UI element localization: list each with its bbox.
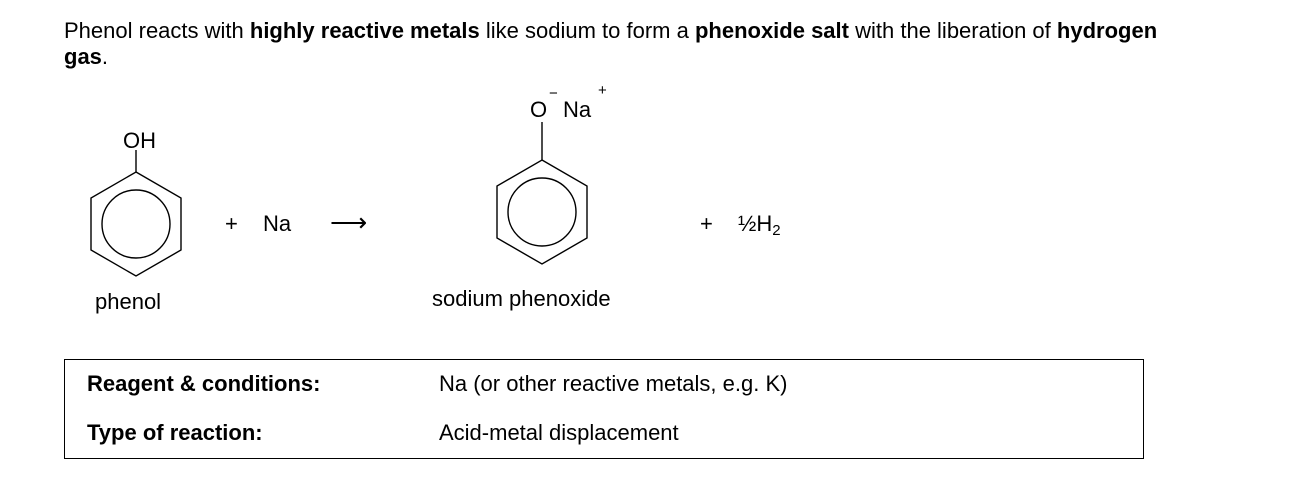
plus-sign-2: +: [700, 211, 713, 236]
intro-bold-hydrogen-gas: hydrogen gas: [64, 18, 1158, 69]
intro-text-2: like sodium to form a: [479, 18, 695, 43]
reaction-arrow: ⟶: [330, 207, 368, 237]
phenoxide-negative-charge: −: [549, 85, 558, 102]
phenoxide-sodium-label: Na: [563, 97, 592, 122]
sodium-positive-charge: +: [598, 82, 607, 99]
intro-text-4: .: [101, 44, 109, 69]
plus-sign-1: +: [225, 211, 238, 236]
phenoxide-benzene-ring: [496, 122, 588, 265]
intro-text-3: with the liberation of: [849, 18, 1057, 43]
phenoxide-oxygen-label: O: [530, 97, 548, 122]
hydrogen-subscript: 2: [772, 222, 781, 239]
intro-bold-reactive-metals: highly reactive metals: [249, 18, 480, 43]
intro-text-1: Phenol reacts with: [64, 18, 250, 43]
phenol-name-label: phenol: [95, 289, 162, 314]
intro-paragraph: Phenol reacts with highly reactive metal…: [64, 18, 1184, 70]
hydroxyl-group-label: OH: [123, 128, 156, 153]
hydrogen-byproduct-text: ½H: [738, 211, 773, 236]
hydrogen-byproduct-label: ½H2: [738, 211, 781, 244]
intro-bold-phenoxide-salt: phenoxide salt: [694, 18, 849, 43]
phenol-benzene-ring: [90, 150, 182, 277]
reagent-conditions-value: Na (or other reactive metals, e.g. K): [439, 371, 788, 396]
reagent-conditions-row: Reagent & conditions: Na (or other reacti…: [87, 371, 787, 397]
reaction-type-row: Type of reaction: Acid-metal displacement: [87, 420, 679, 446]
sodium-phenoxide-name-label: sodium phenoxide: [432, 286, 611, 311]
reaction-type-value: Acid-metal displacement: [439, 420, 679, 445]
reaction-summary-box: Reagent & conditions: Na (or other reacti…: [64, 359, 1144, 459]
reagent-conditions-label: Reagent & conditions:: [87, 371, 321, 396]
sodium-reagent-label: Na: [263, 211, 292, 236]
reaction-type-label: Type of reaction:: [87, 420, 263, 445]
